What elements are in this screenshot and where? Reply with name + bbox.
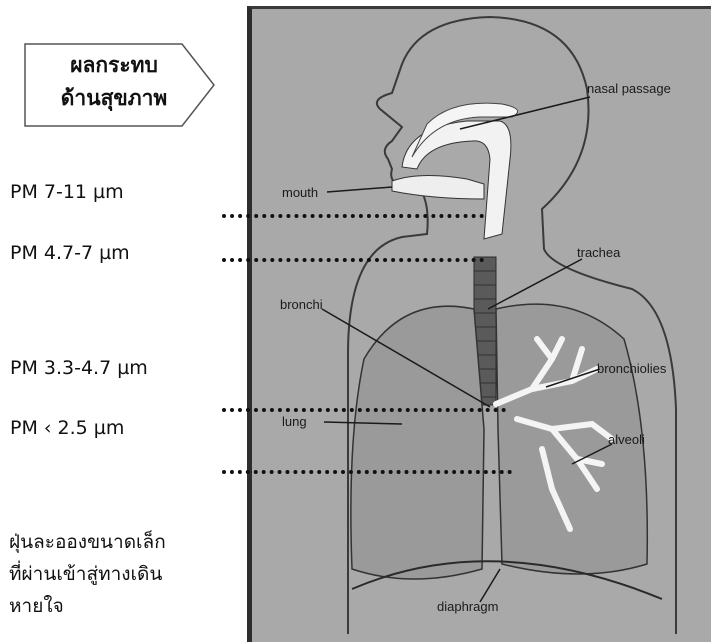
label-alveoli: alveoli bbox=[608, 432, 645, 447]
level-line-under-2-5 bbox=[222, 470, 512, 474]
label-nasal-passage: nasal passage bbox=[587, 81, 671, 96]
label-bronchioles: bronchiolies bbox=[597, 361, 666, 376]
pm-label-3-3-4-7: PM 3.3-4.7 µm bbox=[10, 357, 148, 379]
caption-line-3: หายใจ bbox=[9, 590, 229, 622]
level-line-4-7-7 bbox=[222, 258, 484, 262]
badge-text: ผลกระทบ ด้านสุขภาพ bbox=[28, 49, 200, 115]
caption: ฝุ่นละอองขนาดเล็ก ที่ผ่านเข้าสู่ทางเดิน … bbox=[9, 526, 229, 622]
caption-line-1: ฝุ่นละอองขนาดเล็ก bbox=[9, 526, 229, 558]
pm-label-7-11: PM 7-11 µm bbox=[10, 181, 124, 203]
level-line-7-11 bbox=[222, 214, 484, 218]
label-trachea: trachea bbox=[577, 245, 620, 260]
badge-line-2: ด้านสุขภาพ bbox=[28, 82, 200, 115]
caption-line-2: ที่ผ่านเข้าสู่ทางเดิน bbox=[9, 558, 229, 590]
respiratory-illustration bbox=[252, 9, 711, 642]
label-mouth: mouth bbox=[282, 185, 318, 200]
label-diaphragm: diaphragm bbox=[437, 599, 498, 614]
label-bronchi: bronchi bbox=[280, 297, 323, 312]
mouth-shape bbox=[392, 175, 484, 199]
pm-label-under-2-5: PM ‹ 2.5 µm bbox=[10, 417, 124, 439]
level-line-3-3-4-7 bbox=[222, 408, 506, 412]
left-lung-shape bbox=[351, 306, 484, 579]
label-lung: lung bbox=[282, 414, 307, 429]
badge-line-1: ผลกระทบ bbox=[28, 49, 200, 82]
health-effects-badge: ผลกระทบ ด้านสุขภาพ bbox=[24, 43, 216, 127]
respiratory-diagram: nasal passage mouth trachea bronchi bron… bbox=[247, 6, 711, 642]
pm-label-4-7-7: PM 4.7-7 µm bbox=[10, 242, 130, 264]
